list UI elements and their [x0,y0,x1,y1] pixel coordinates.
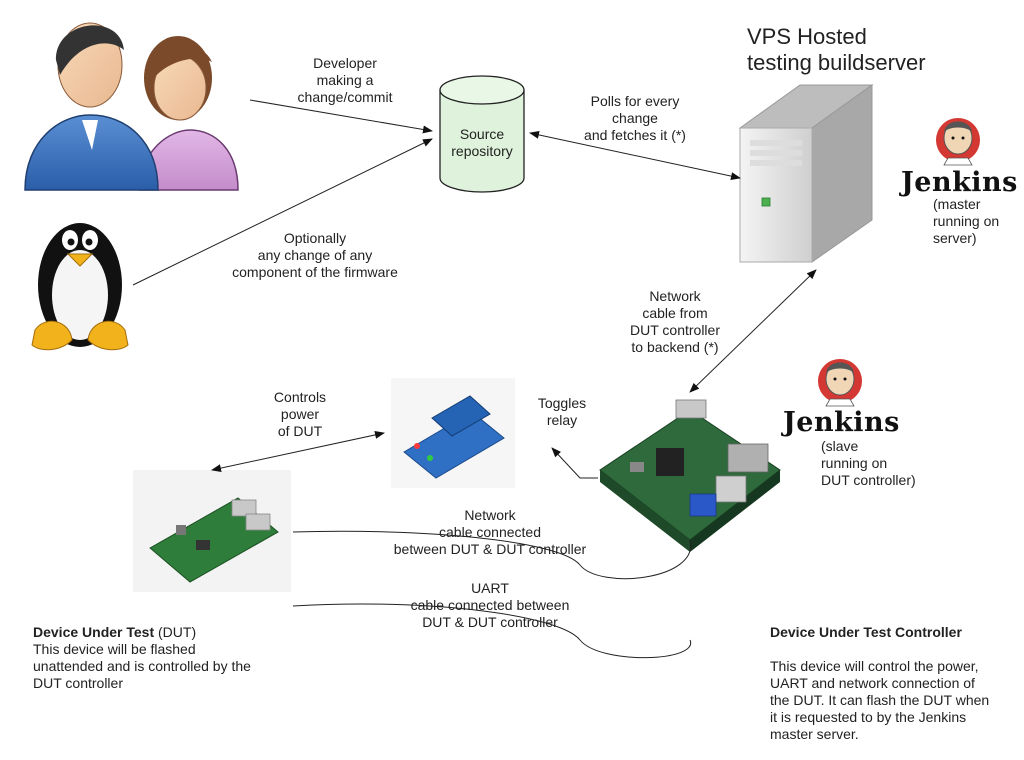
optional-change-label: Optionally any change of any component o… [232,230,398,280]
dut-controller-board-image [599,399,781,552]
polls-label: Polls for every change and fetches it (*… [584,93,686,143]
jenkins-master-caption: (master running on server) [933,196,1000,246]
dut-board-image [133,470,291,592]
jenkins-slave-logo: Jenkins [783,407,900,438]
connectors [132,99,817,659]
controller-description-block: Device Under Test Controller This device… [770,607,1024,760]
dut-heading-suffix: (DUT) [154,624,197,640]
server-icon [738,84,874,263]
relay-module-image [391,378,515,488]
dut-heading: Device Under Test [33,624,155,640]
jenkins-slave-mascot-icon [818,359,862,407]
users-icon [24,22,239,191]
controller-description: This device will control the power, UART… [770,658,990,742]
poll-fetch-arrow [529,130,741,181]
power-control-label: Controls power of DUT [273,389,327,439]
network-cable-label: Network cable connected between DUT & DU… [393,507,587,557]
jenkins-master-mascot-icon [936,118,980,166]
dut-description-block: Device Under Test (DUT) This device will… [33,607,333,709]
diagram: VPS Hosted testing buildserver Developer… [24,22,1018,742]
backend-network-arrow [689,269,817,393]
page-title: VPS Hosted testing buildserver [747,24,926,75]
repository-label: Source repository [451,126,513,159]
diagram-canvas [24,22,980,659]
jenkins-master-logo: Jenkins [901,167,1018,198]
backend-network-label: Network cable from DUT controller to bac… [630,288,720,355]
uart-cable-label: UART cable connected between DUT & DUT c… [410,580,570,630]
toggle-relay-label: Toggles relay [537,395,587,428]
power-control-arrow [211,430,385,473]
developer-commit-label: Developer making a change/commit [297,55,393,105]
firmware-change-arrow [132,138,433,286]
jenkins-slave-caption: (slave running on DUT controller) [821,438,916,488]
dut-description: This device will be flashed unattended a… [33,641,251,691]
developer-commit-arrow [249,99,433,134]
controller-heading: Device Under Test Controller [770,624,962,640]
network-cable-line [292,530,692,580]
toggle-relay-arrow [551,447,598,479]
linux-penguin-icon [31,223,129,351]
repository-cylinder [439,75,525,193]
uart-cable-line [292,603,691,659]
